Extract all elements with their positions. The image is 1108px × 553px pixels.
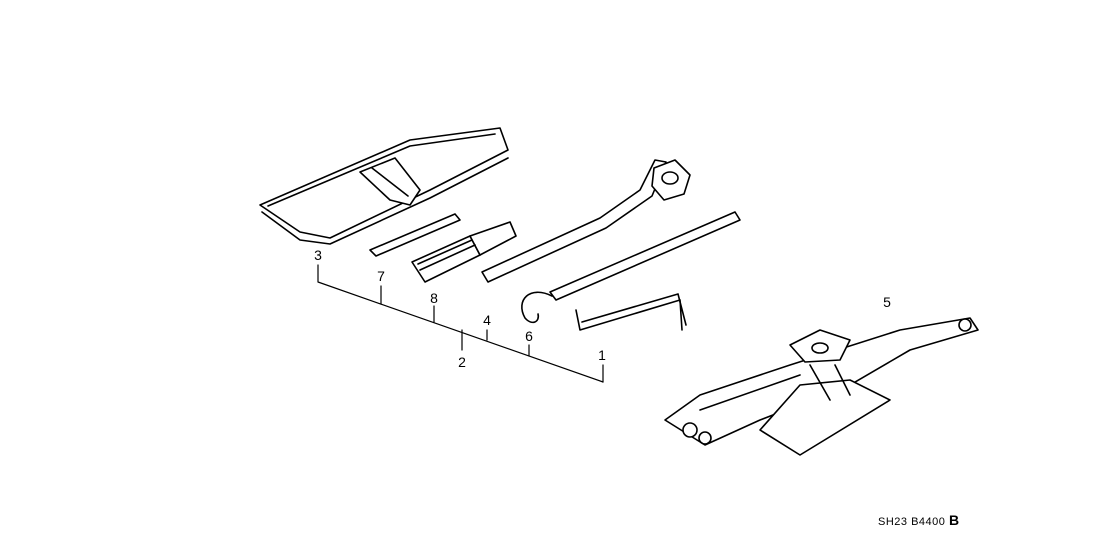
callout-1: 1 [598, 347, 606, 363]
callout-2: 2 [458, 354, 466, 370]
callout-5: 5 [883, 294, 891, 310]
callout-6: 6 [525, 328, 533, 344]
wheel-nut-wrench [481, 159, 691, 283]
callout-7: 7 [377, 268, 385, 284]
callout-4: 4 [483, 312, 491, 328]
screwdriver-handle [411, 221, 517, 283]
callout-3: 3 [314, 247, 322, 263]
diagram-code-suffix: B [948, 512, 960, 528]
callout-8: 8 [430, 290, 438, 306]
scissor-jack [664, 317, 979, 456]
jack-handle-bar [521, 211, 741, 324]
leader-lines [317, 264, 604, 383]
diagram-code: SH23 B4400 B [878, 512, 960, 528]
diagram-code-text: SH23 B4400 [878, 516, 946, 528]
tool-bag [259, 127, 509, 245]
screwdriver-blade [369, 213, 461, 257]
jack-crank [575, 293, 687, 331]
